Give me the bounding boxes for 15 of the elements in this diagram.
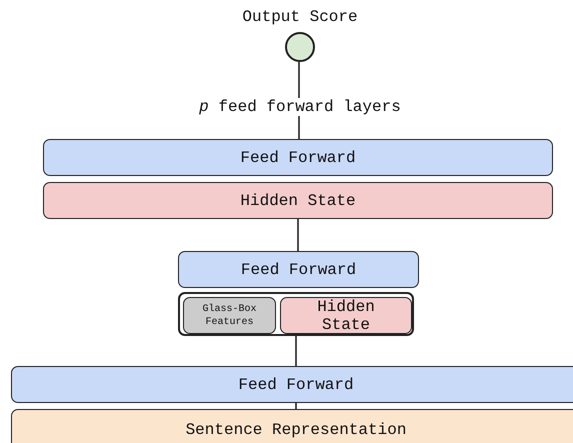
layer-box: Feed Forward xyxy=(178,251,419,288)
layer-box: Sentence Representation xyxy=(11,409,573,443)
layer-group-box xyxy=(178,292,414,336)
connector-line xyxy=(295,403,297,409)
output-score-label: Output Score xyxy=(242,8,358,26)
layer-box: Feed Forward xyxy=(43,139,553,176)
connector-line xyxy=(298,116,300,139)
feature-box: Glass-Box Features xyxy=(183,297,276,334)
connector-line xyxy=(297,219,299,251)
layer-box: Hidden State xyxy=(280,297,412,334)
layer-count-label: p feed forward layers xyxy=(199,98,401,116)
connector-line xyxy=(295,336,297,366)
layer-box: Hidden State xyxy=(43,182,553,219)
layer-box: Feed Forward xyxy=(11,366,573,403)
connector-line xyxy=(298,62,300,98)
